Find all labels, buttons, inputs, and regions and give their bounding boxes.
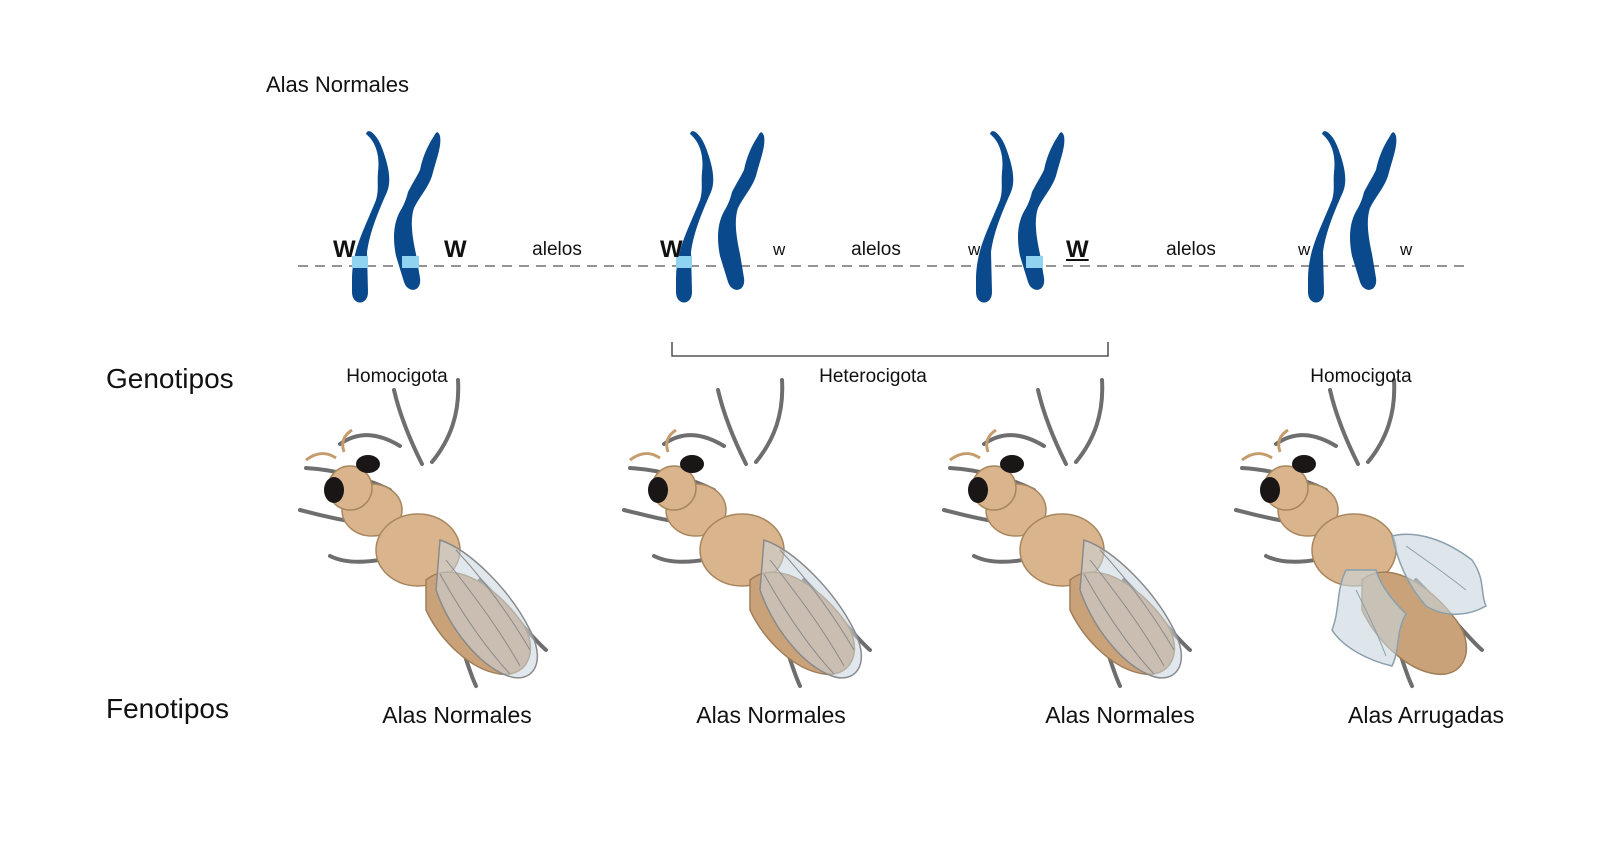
fly-1 xyxy=(298,378,548,688)
phenotype-label: Alas Normales xyxy=(696,702,846,728)
allele-band-right xyxy=(402,256,419,268)
allele-label: W xyxy=(333,236,356,263)
chromosome-pair-2 xyxy=(676,131,765,303)
heterozygous-label: Heterocigota xyxy=(819,366,927,387)
fly-4 xyxy=(1234,378,1488,688)
fly-3 xyxy=(942,378,1192,688)
allele-band-left xyxy=(352,256,368,268)
phenotype-label: Alas Normales xyxy=(382,702,532,728)
chromosome-pair-1 xyxy=(352,131,441,303)
alelos-label: alelos xyxy=(532,239,582,260)
phenotype-label: Alas Normales xyxy=(1045,702,1195,728)
fly-2 xyxy=(622,378,872,688)
allele-label: W xyxy=(660,236,683,263)
allele-label: w xyxy=(773,240,786,259)
allele-label: W xyxy=(1066,236,1089,263)
zygosity-label: Homocigota xyxy=(1310,366,1412,387)
chromosome-pair-3 xyxy=(976,131,1065,303)
heterozygous-bracket xyxy=(671,342,1109,357)
alelos-label: alelos xyxy=(851,239,901,260)
allele-label: W xyxy=(444,236,467,263)
allele-label: w xyxy=(1400,240,1413,259)
genotypes-label: Genotipos xyxy=(106,363,234,394)
phenotypes-label: Fenotipos xyxy=(106,693,229,724)
top-title: Alas Normales xyxy=(266,72,410,97)
allele-band-right xyxy=(1026,256,1043,268)
allele-label: w xyxy=(1298,240,1311,259)
allele-label: w xyxy=(968,240,981,259)
allele-band-left xyxy=(676,256,692,268)
chromosome-pair-4 xyxy=(1308,131,1397,303)
phenotype-label: Alas Arrugadas xyxy=(1348,702,1504,728)
zygosity-label: Homocigota xyxy=(346,366,448,387)
alelos-label: alelos xyxy=(1166,239,1216,260)
